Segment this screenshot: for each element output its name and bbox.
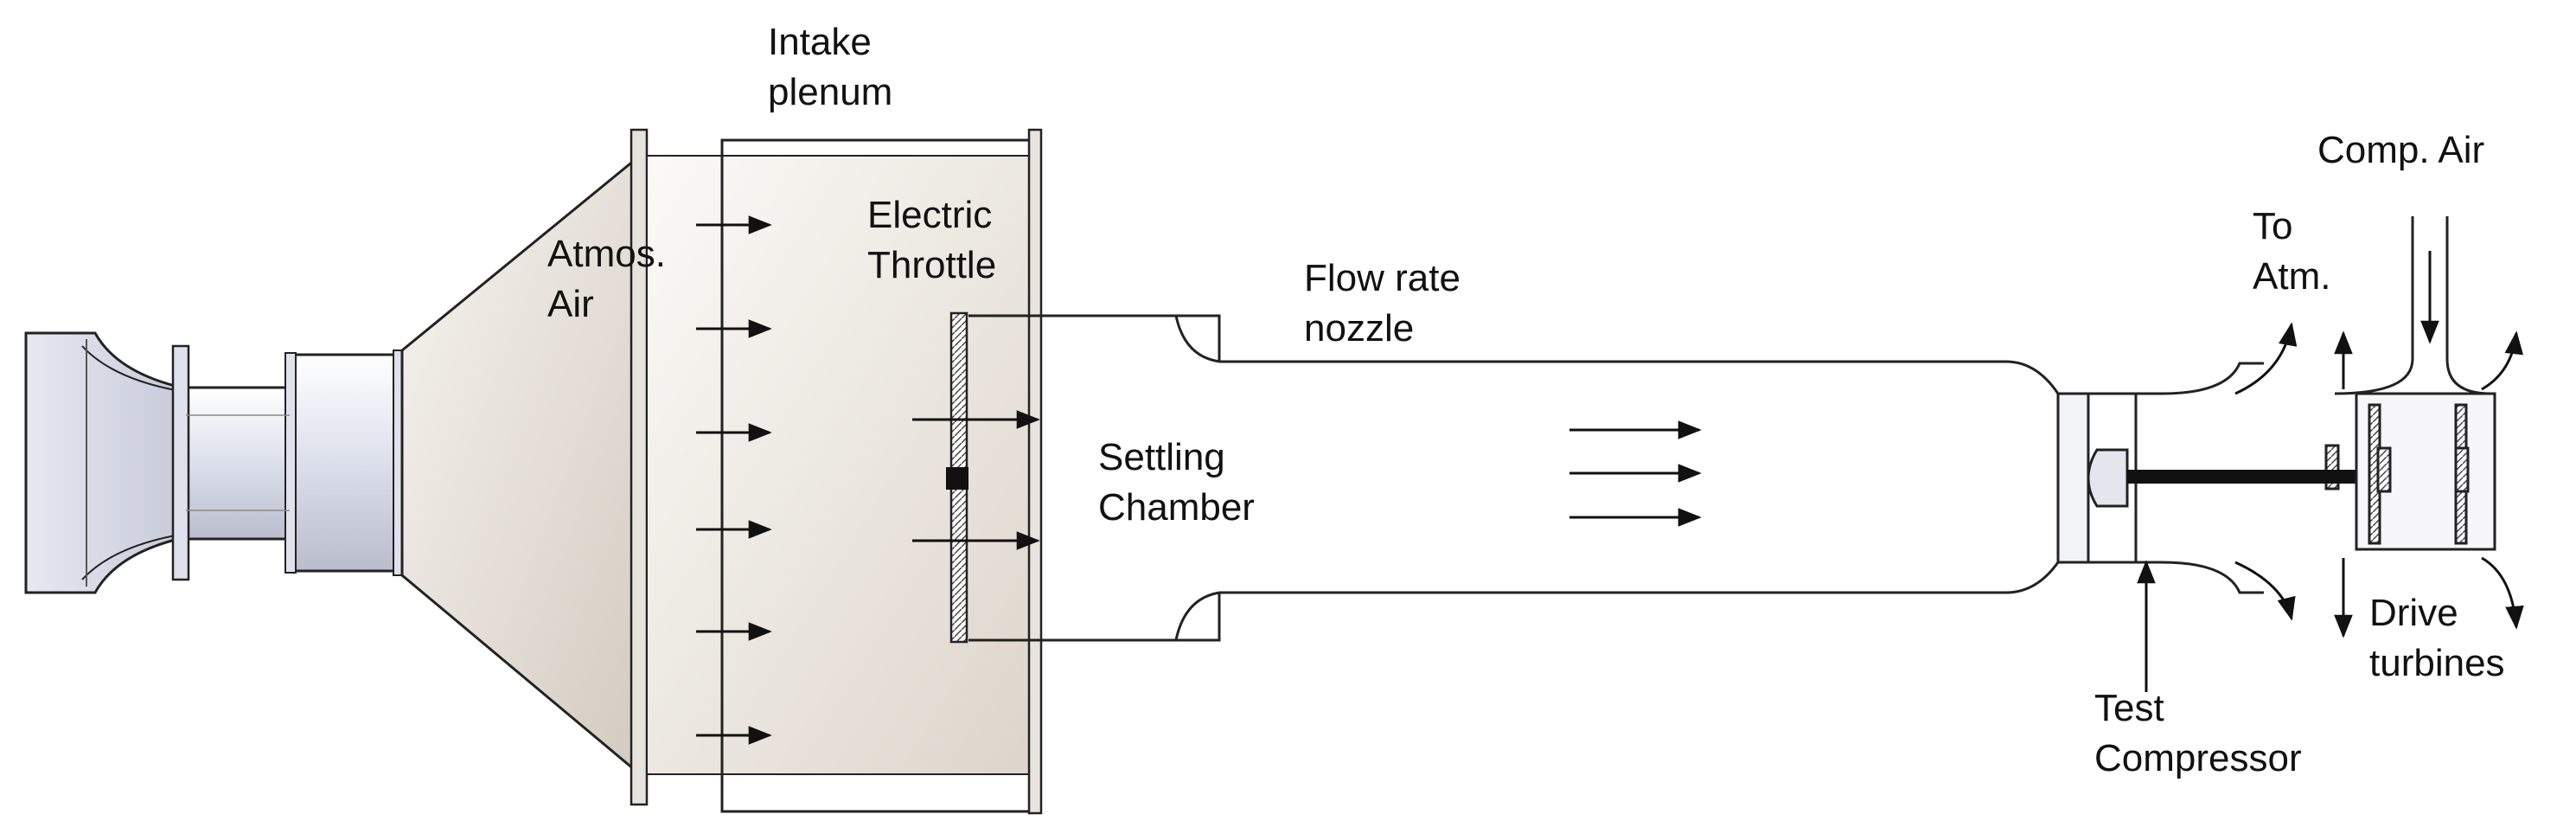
label-flow-rate-nozzle-line2: nozzle xyxy=(1304,307,1415,349)
electric-throttle xyxy=(912,311,1040,644)
label-intake-plenum: Intake plenum xyxy=(768,17,892,118)
drive-turbines xyxy=(2334,216,2496,551)
label-flow-rate-nozzle-line1: Flow rate xyxy=(1304,257,1461,299)
settling-chamber xyxy=(968,314,1221,642)
label-drive-turbines-line2: turbines xyxy=(2369,642,2505,684)
label-intake-plenum-line2: plenum xyxy=(768,71,893,113)
label-electric-throttle-line1: Electric xyxy=(867,194,993,236)
label-settling-chamber: Settling Chamber xyxy=(1098,433,1255,533)
label-test-compressor-line2: Compressor xyxy=(2094,737,2302,779)
duct-flow-arrows xyxy=(1569,420,1702,527)
label-comp-air-line1: Comp. Air xyxy=(2317,129,2485,171)
bellmouth-inlet xyxy=(24,331,183,594)
exhaust-arrows xyxy=(2234,251,2524,638)
label-to-atm-line1: To xyxy=(2253,205,2293,247)
label-atmos-air: Atmos. Air xyxy=(547,229,666,330)
label-test-compressor: Test Compressor xyxy=(2094,683,2302,784)
flow-rate-nozzle-duct xyxy=(1219,360,2006,594)
label-settling-chamber-line1: Settling xyxy=(1098,436,1225,478)
label-atmos-air-line1: Atmos. xyxy=(547,233,666,275)
label-electric-throttle-line2: Throttle xyxy=(867,244,997,286)
label-drive-turbines: Drive turbines xyxy=(2369,588,2505,689)
label-drive-turbines-line1: Drive xyxy=(2369,592,2458,634)
label-comp-air: Comp. Air xyxy=(2317,125,2484,176)
label-settling-chamber-line2: Chamber xyxy=(1098,486,1255,529)
label-electric-throttle: Electric Throttle xyxy=(867,190,996,291)
label-to-atm-line2: Atm. xyxy=(2253,255,2331,298)
label-intake-plenum-line1: Intake xyxy=(768,21,872,63)
label-test-compressor-line1: Test xyxy=(2094,687,2164,729)
inlet-duct xyxy=(171,344,405,581)
label-to-atm: To Atm. xyxy=(2253,202,2330,302)
intake-flow-arrows xyxy=(696,215,772,745)
label-atmos-air-line2: Air xyxy=(547,283,594,325)
label-flow-rate-nozzle: Flow rate nozzle xyxy=(1304,253,1461,354)
